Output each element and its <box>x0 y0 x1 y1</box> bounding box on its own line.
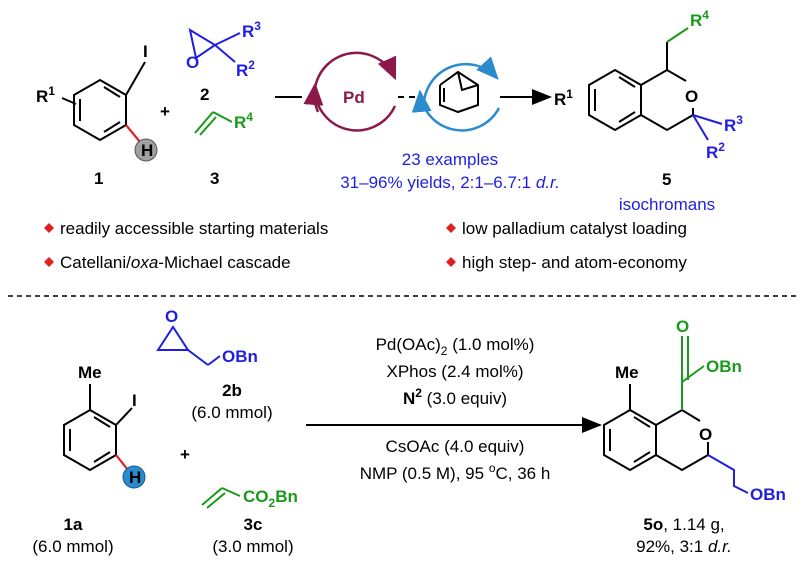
carbonyl-oxygen: O <box>676 317 689 336</box>
amount-2b: (6.0 mmol) <box>191 403 272 422</box>
compound-3c: CO2Bn 3c (3.0 mmol) <box>201 487 298 556</box>
r2-group: R2 <box>706 140 725 162</box>
plus-sign: + <box>160 102 170 121</box>
h-highlight-circle <box>122 465 146 489</box>
condition-base: CsOAc (4.0 equiv) <box>386 437 525 456</box>
compound-label-3c: 3c <box>244 515 263 534</box>
norbornene-icon <box>439 70 479 114</box>
bullet-diamond-icon <box>44 257 54 267</box>
oxygen-atom: O <box>165 307 178 326</box>
product-5: O R4 R3 R2 R1 5 isochromans <box>554 8 743 214</box>
compound-label-2b: 2b <box>222 381 242 400</box>
plus-sign: + <box>180 445 190 464</box>
condition-solvent: NMP (0.5 M), 95 oC, 36 h <box>360 461 551 483</box>
obn-group: OBn <box>750 485 786 504</box>
compound-label-1: 1 <box>94 169 103 188</box>
r1-group: R1 <box>36 84 55 106</box>
r4-group: R4 <box>234 110 253 132</box>
h-atom: H <box>141 141 153 160</box>
yield-range: 31–96% yields, 2:1–6.7:1 d.r. <box>340 173 560 192</box>
amount-3c: (3.0 mmol) <box>212 537 293 556</box>
methyl-group: Me <box>78 363 102 382</box>
reaction-conditions: Pd(OAc)2 (1.0 mol%) XPhos (2.4 mol%) N2 … <box>306 335 602 483</box>
compound-label-2: 2 <box>200 85 209 104</box>
condition-catalyst: Pd(OAc)2 (1.0 mol%) <box>376 335 535 358</box>
compound-2: O R3 R2 2 <box>186 19 261 104</box>
bullet-diamond-icon <box>446 257 456 267</box>
compound-1: H I R1 1 <box>36 42 158 188</box>
features-list: readily accessible starting materials Ca… <box>44 219 687 272</box>
compound-label-1a: 1a <box>64 515 83 534</box>
oxygen-atom: O <box>186 53 199 72</box>
r2-group: R2 <box>236 58 255 80</box>
compound-label-3: 3 <box>210 169 219 188</box>
norbornene-cycle <box>411 56 501 132</box>
compound-3: R4 3 <box>194 110 253 188</box>
condition-mediator: N2 (3.0 equiv) <box>403 386 507 408</box>
product-class-name: isochromans <box>619 195 715 214</box>
compound-1a: Me I H 1a (6.0 mmol) <box>32 363 146 556</box>
r1-group: R1 <box>554 87 573 109</box>
h-highlight-circle <box>134 138 158 162</box>
product-5o: Me O O OBn OBn 5o, 1.14 g, 92%, 3:1 d.r. <box>603 317 786 556</box>
product-5o-mass: 5o, 1.14 g, <box>643 515 724 534</box>
amount-1a: (6.0 mmol) <box>32 537 113 556</box>
condition-ligand: XPhos (2.4 mol%) <box>387 362 524 381</box>
product-5o-yield: 92%, 3:1 d.r. <box>636 537 732 556</box>
pd-label: Pd <box>343 88 365 107</box>
bullet-diamond-icon <box>44 223 54 233</box>
feature-item: low palladium catalyst loading <box>462 219 687 238</box>
oxygen-atom: O <box>699 425 712 444</box>
oxygen-atom: O <box>685 87 698 106</box>
compound-label-5: 5 <box>662 170 671 189</box>
compound-2b: O OBn 2b (6.0 mmol) <box>156 307 273 422</box>
iodine-atom: I <box>132 391 137 410</box>
r3-group: R3 <box>242 19 261 41</box>
pd-cycle: Pd <box>303 51 397 132</box>
obn-group: OBn <box>706 357 742 376</box>
h-atom: H <box>129 468 141 487</box>
iodine-atom: I <box>143 42 148 61</box>
feature-item: high step- and atom-economy <box>462 253 687 272</box>
bullet-diamond-icon <box>446 223 456 233</box>
feature-item: readily accessible starting materials <box>60 219 328 238</box>
ester-group: CO2Bn <box>243 487 298 510</box>
feature-item: Catellani/oxa-Michael cascade <box>60 253 291 272</box>
r3-group: R3 <box>724 113 743 135</box>
methyl-group: Me <box>615 363 639 382</box>
obn-group: OBn <box>222 347 258 366</box>
examples-count: 23 examples <box>402 150 498 169</box>
r4-group: R4 <box>690 8 709 30</box>
